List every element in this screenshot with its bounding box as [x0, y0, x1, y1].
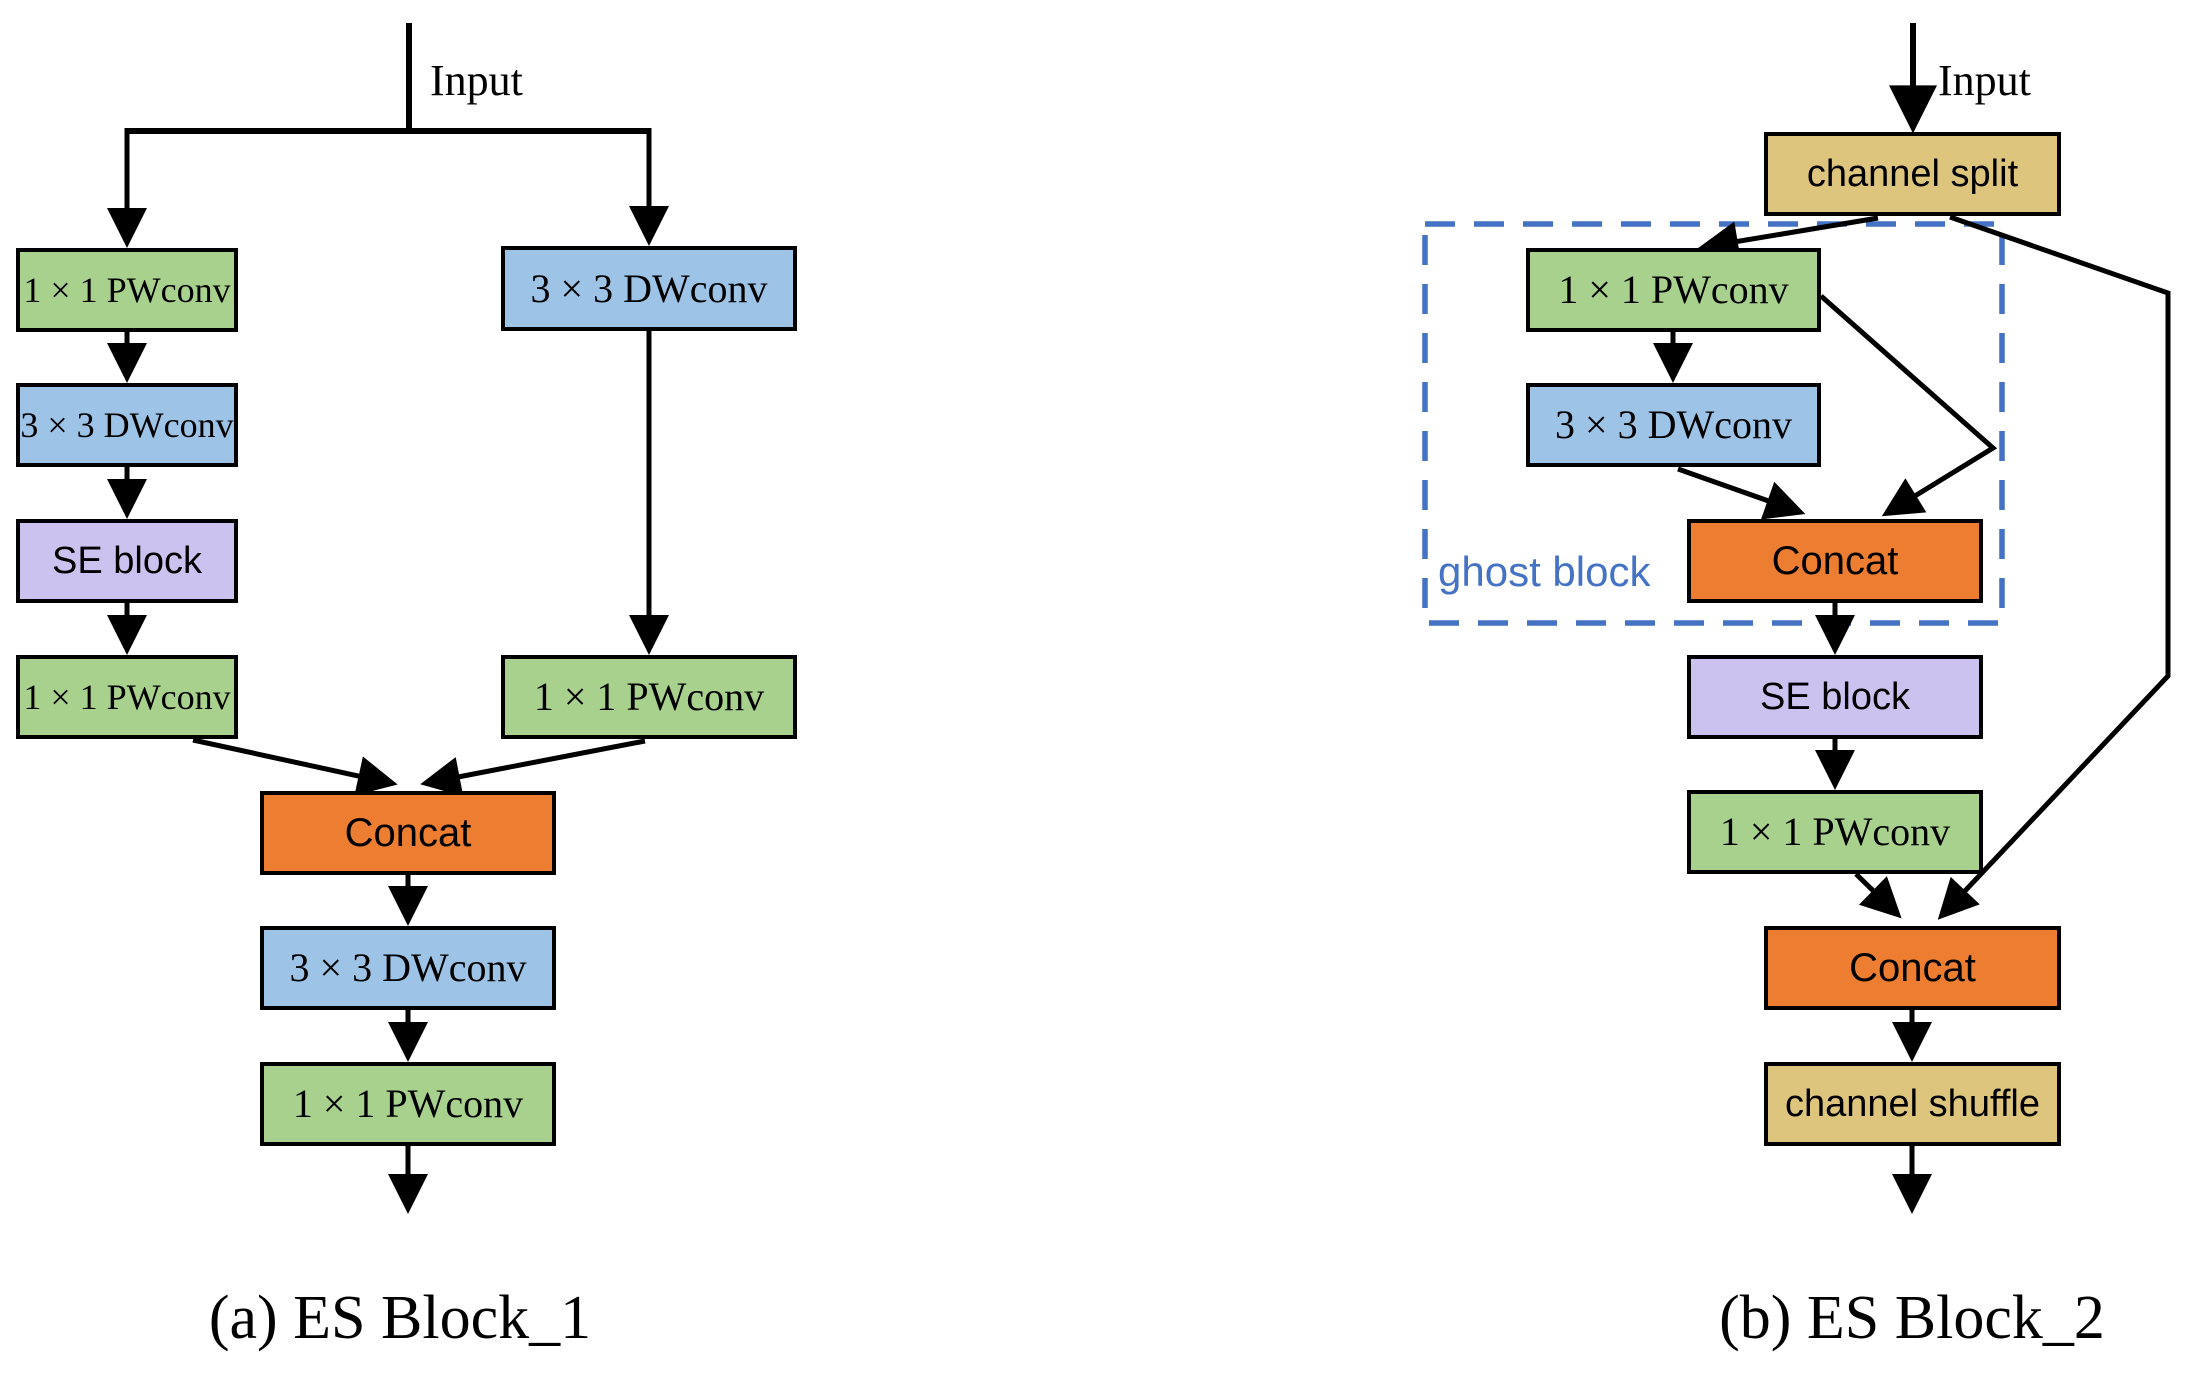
b-arrow-split-to-ghost-pwconv: [1698, 215, 1879, 262]
b-box-pwconv-main: 1 × 1 PWconv: [1687, 790, 1983, 874]
b-bypass-arrow: [1937, 214, 2171, 920]
a-box-dwconv-bottom: 3 × 3 DWconv: [260, 926, 556, 1010]
a-arrow-right-to-concat: [420, 738, 646, 797]
b-box-concat-out: Concat: [1764, 926, 2061, 1010]
b-input-label: Input: [1938, 56, 2031, 105]
a-box-pwconv-right: 1 × 1 PWconv: [501, 655, 797, 739]
a-box-se-block: SE block: [16, 519, 238, 603]
ghost-block-label: ghost block: [1438, 548, 1651, 595]
b-box-se-block: SE block: [1687, 655, 1983, 739]
b-arrow-ghost-dwconv-to-concat: [1677, 466, 1806, 520]
b-box-concat-ghost: Concat: [1687, 519, 1983, 603]
b-caption: (b) ES Block_2: [1719, 1284, 2105, 1352]
b-box-channel-split: channel split: [1764, 132, 2061, 216]
a-box-pwconv-left-bottom: 1 × 1 PWconv: [16, 655, 238, 739]
b-box-dwconv-ghost: 3 × 3 DWconv: [1526, 383, 1821, 467]
a-box-dwconv-right: 3 × 3 DWconv: [501, 246, 797, 331]
a-arrow-left-to-concat: [192, 737, 398, 796]
b-arrow-pwconv-to-concat-out: [1854, 872, 1902, 919]
a-box-pwconv-bottom: 1 × 1 PWconv: [260, 1062, 556, 1146]
b-box-channel-shuffle: channel shuffle: [1764, 1062, 2061, 1146]
a-box-pwconv-top: 1 × 1 PWconv: [16, 248, 238, 332]
a-caption: (a) ES Block_1: [208, 1284, 592, 1352]
b-box-pwconv-ghost: 1 × 1 PWconv: [1526, 248, 1821, 332]
b-arrow-ghost-pwconv-skip-to-concat: [1819, 294, 1998, 517]
a-box-dwconv-mid: 3 × 3 DWconv: [16, 383, 238, 467]
a-input-label: Input: [430, 56, 523, 105]
a-box-concat: Concat: [260, 791, 556, 875]
